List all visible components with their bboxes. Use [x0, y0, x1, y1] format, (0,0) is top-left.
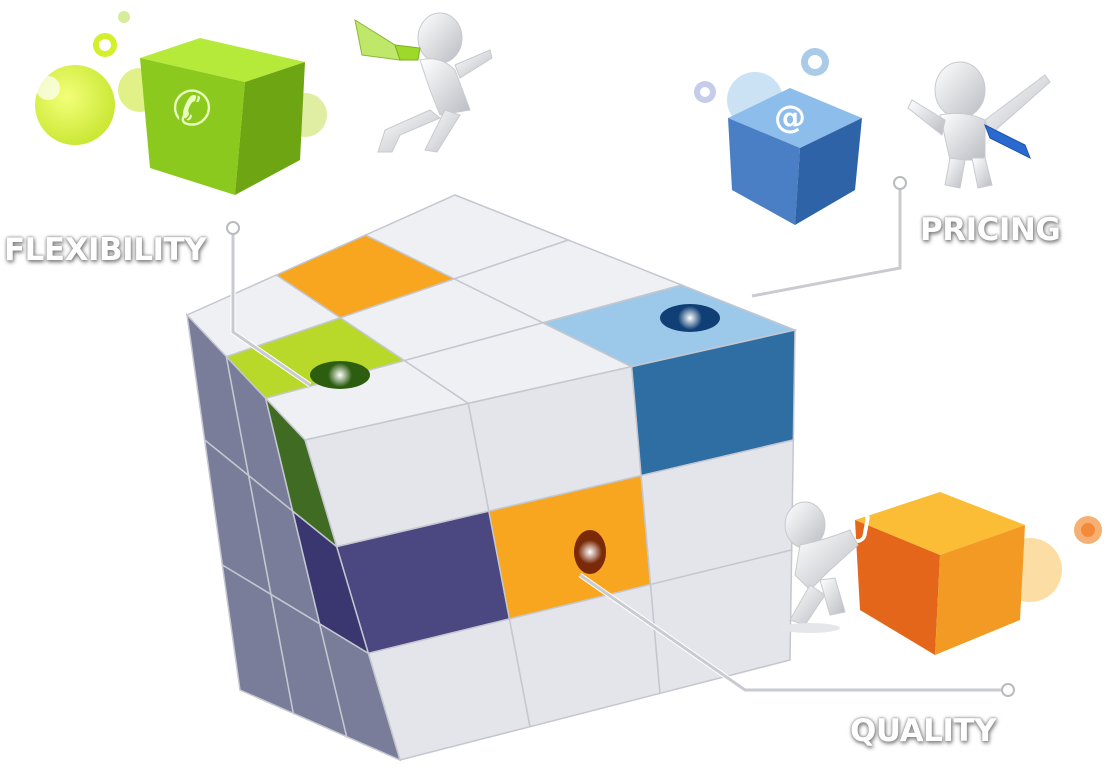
figure-presenting: [907, 61, 1051, 189]
callout-dots: [226, 176, 1015, 697]
orange-tv-cube: [818, 492, 1025, 655]
at-sign-icon: @: [774, 98, 806, 136]
green-phone-cube: ✆: [140, 38, 305, 195]
blue-email-cube: @: [728, 88, 862, 225]
glow-sparkle: [578, 540, 602, 564]
glow-sparkle: [678, 306, 702, 330]
callout-lines: [230, 183, 1008, 693]
flexibility-label: FLEXIBILITY: [4, 232, 207, 268]
phone-icon: ✆: [172, 81, 212, 137]
pricing-label: PRICING: [920, 212, 1061, 248]
big-cube: [185, 194, 798, 762]
quality-label: QUALITY: [850, 713, 996, 749]
figure-pushing: [780, 501, 859, 633]
front-face-cell: [649, 549, 793, 695]
glow-sparkle: [328, 363, 352, 387]
left-face-cell: [318, 622, 402, 762]
figure-megaphone: [354, 12, 493, 153]
